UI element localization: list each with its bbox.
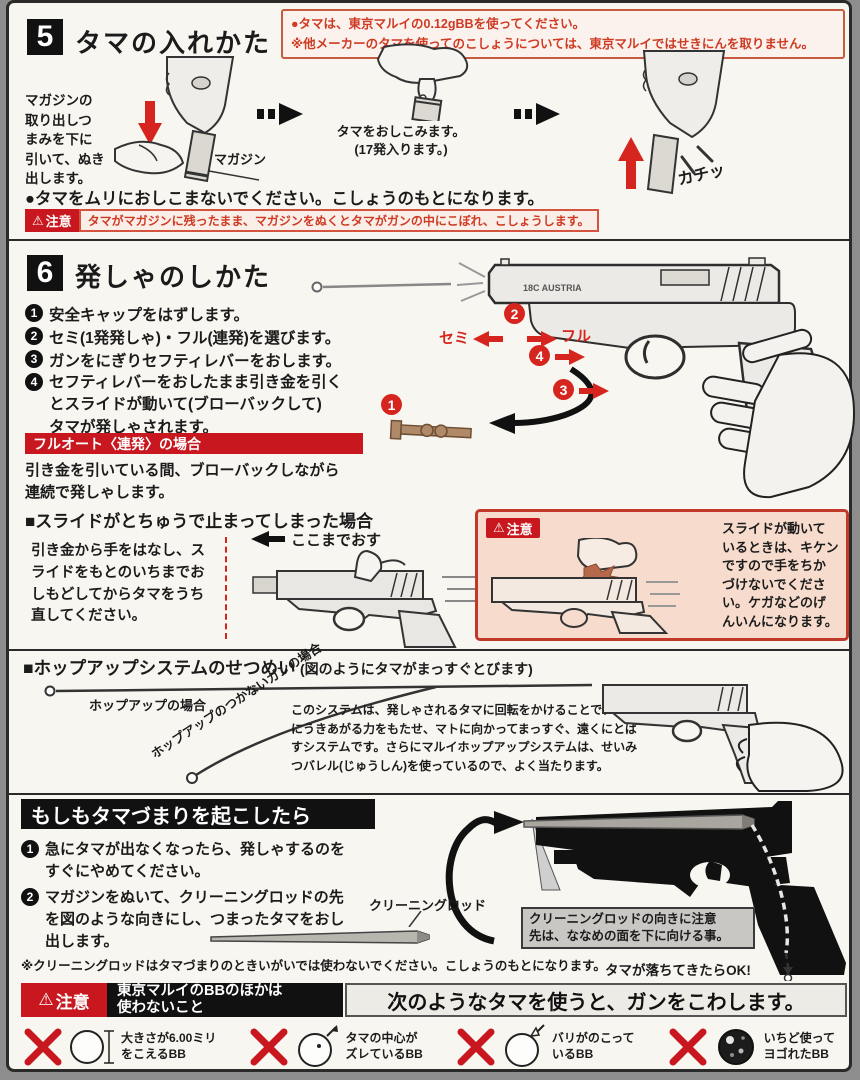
x-mark-icon: [457, 1028, 495, 1066]
firing-step-3: 3 ガンをにぎりセフティレバーをおします。: [25, 349, 341, 371]
bb-drop-ok-label: タマが落ちてきたらOK!: [605, 963, 751, 978]
forbidden-bb-row: 大きさが6.00ミリ をこえるBB タマの中心が ズレているBB: [9, 1019, 849, 1075]
push-limit-line: [225, 537, 227, 639]
hopup-section: ■ホップアップシステムのせつめい (図のようにタマがまっすぐとびます) ホップア…: [9, 640, 849, 795]
jam-section: もしもタマづまりを起こしたら 1 急にタマが出なくなったら、発しゃするのを すぐ…: [9, 793, 849, 981]
marker3-arrow-icon: [579, 383, 609, 399]
section-5-title: タマの入れかた: [75, 28, 272, 58]
arrow-right-icon: [257, 103, 303, 125]
hopup-header-sub: (図のようにタマがまっすぐとびます): [300, 661, 533, 677]
bb-offcenter-icon: [298, 1025, 339, 1067]
section-6-firing: 6 発しゃのしかた 1 安全キャップをはずします。 2 セミ(1発発しゃ)・フル…: [9, 241, 855, 651]
cleaning-rod-illustration: [210, 930, 430, 944]
marker4-arrow-icon: [555, 349, 585, 365]
section5-caution-text: タマがマガジンに残ったまま、マガジンをぬくとタマがガンの中にこぼれ、こしょうしま…: [78, 209, 599, 232]
magazine-label: マガジン: [214, 152, 267, 167]
slide-caution-text: スライドが動いて いるときは、キケン ですので手をちか づけないでくださ い。ケ…: [722, 521, 839, 629]
section-5-loading: 5 タマの入れかた ●タマは、東京マルイの0.12gBBを使ってください。 ※他…: [9, 3, 849, 241]
push-here-label: ここまでおす: [291, 532, 382, 549]
hopup-header-row: ■ホップアップシステムのせつめい (図のようにタマがまっすぐとびます): [23, 655, 533, 680]
manual-page: 5 タマの入れかた ●タマは、東京マルイの0.12gBBを使ってください。 ※他…: [6, 0, 855, 1075]
jam-header: もしもタマづまりを起こしたら: [21, 799, 375, 829]
warning-triangle-icon: ⚠: [493, 520, 505, 535]
semi-arrow-left-icon: [473, 331, 503, 347]
no-force-note: ●タマをムリにおしこまないでください。こしょうのもとになります。: [25, 190, 544, 208]
section-5-number: 5: [25, 17, 65, 57]
x-mark-icon: [24, 1028, 62, 1066]
semi-label: セミ: [439, 330, 470, 347]
firing-gun-illustration: 18C AUSTRIA: [311, 257, 855, 499]
marker-step-2: 2: [504, 303, 525, 324]
slide-markings-text: 18C AUSTRIA: [523, 283, 582, 293]
caution-badge: ⚠注意: [25, 209, 79, 232]
warning-triangle-icon: ⚠: [38, 990, 54, 1009]
slide-stop-text: 引き金から手をはなし、ス ライドをもとのいちまでお しもどしてからタマをうち 直…: [31, 543, 205, 625]
hopup-line-label: ホップアップの場合: [89, 698, 207, 713]
forbidden-bb-item-3: バリがのこって いるBB: [456, 1023, 634, 1071]
hopup-gun-illustration: [602, 684, 844, 792]
jam-step-2: 2 マガジンをぬいて、クリーニングロッドの先 を図のような向きにし、つまったタマ…: [21, 887, 344, 952]
hopup-header: ■ホップアップシステムのせつめい: [23, 658, 296, 678]
rod-direction-note: クリーニングロッドの向きに注意 先は、ななめの面を下に向ける事。: [521, 907, 755, 949]
warning-triangle-icon: ⚠: [32, 212, 44, 228]
marker-step-4: 4: [529, 345, 550, 366]
slide-caution-box: ⚠注意 スライドが動いて いるときは、キケン ですので手をちか づけないでくださ…: [475, 509, 849, 641]
section5-caution-strip: ⚠注意 タマがマガジンに残ったまま、マガジンをぬくとタマがガンの中にこぼれ、こし…: [25, 209, 599, 232]
firing-step-4: 4 セフティレバーをおしたまま引き金を引く とスライドが動いて(ブローバックして…: [25, 372, 342, 439]
jam-curve-arrow: [445, 811, 524, 945]
arrow-right-icon: [514, 103, 560, 125]
bb-push-text: タマをおしこみます。 (17発入ります。): [336, 124, 466, 157]
bb-oversize-icon: [70, 1030, 114, 1064]
full-label: フル: [561, 328, 592, 345]
firing-step-2: 2 セミ(1発発しゃ)・フル(連発)を選びます。: [25, 326, 340, 348]
cleaning-rod-label: クリーニングロッド: [369, 898, 487, 913]
magazine-insert-illustration: [618, 50, 726, 195]
rod-footnote: ※クリーニングロッドはタマづまりのときいがいでは使わないでください。こしょうのも…: [21, 959, 606, 973]
forbidden-bb-item-2: タマの中心が ズレているBB: [249, 1023, 423, 1071]
forbidden-bb-item-4: いちど使って ヨゴれたBB: [668, 1023, 835, 1071]
bb-loading-illustration: [376, 43, 469, 121]
slide-stop-header: ■スライドがとちゅうで止まってしまった場合: [25, 512, 374, 531]
x-mark-icon: [250, 1028, 288, 1066]
bb-dirty-icon: [717, 1029, 754, 1065]
firing-step-1: 1 安全キャップをはずします。: [25, 303, 249, 325]
bad-bb-warning-text: 次のようなタマを使うと、ガンをこわします。: [345, 983, 847, 1017]
jam-step-1: 1 急にタマが出なくなったら、発しゃするのを すぐにやめてください。: [21, 839, 345, 883]
bb-burr-icon: [504, 1024, 545, 1067]
fullauto-text: 引き金を引いている間、ブローバックしながら 連続で発しゃします。: [25, 462, 340, 501]
magazine-removal-illustration: [114, 56, 260, 183]
forbidden-bb-item-1: 大きさが6.00ミリ をこえるBB: [23, 1023, 216, 1071]
push-arrow-left-icon: [251, 531, 285, 547]
bb-warning-line1: ●タマは、東京マルイの0.12gBBを使ってください。: [291, 17, 586, 31]
x-mark-icon: [669, 1028, 707, 1066]
rod-pointer-line: [408, 911, 422, 927]
marker-step-1: 1: [381, 394, 402, 415]
hopup-text: このシステムは、発しゃされるタマに回転をかけることで、タマ にうきあがる力をもた…: [291, 703, 638, 773]
marui-bb-only-text: 東京マルイのBBのほかは 使わないこと: [107, 983, 343, 1017]
slide-stop-gun-illustration: [252, 549, 479, 648]
hopup-trajectory-diagram: [44, 683, 593, 784]
magazine-removal-text: マガジンの 取り出しつ まみを下に 引いて、ぬき 出します。: [25, 93, 105, 187]
caution-slide-gun-illustration: [491, 538, 680, 634]
fullauto-header-bar: フルオート〈連発〉の場合: [25, 433, 363, 454]
jam-gun-silhouette: [523, 801, 846, 981]
caution-badge: ⚠注意: [486, 518, 540, 538]
caution-badge: ⚠注意: [21, 983, 107, 1017]
section-6-number: 6: [25, 253, 65, 293]
full-arrow-right-icon: [527, 331, 557, 347]
marker-step-3: 3: [553, 379, 574, 400]
bottom-warning-bar: ⚠注意 東京マルイのBBのほかは 使わないこと 次のようなタマを使うと、ガンをこ…: [9, 981, 849, 1019]
section-6-title: 発しゃのしかた: [75, 262, 272, 292]
